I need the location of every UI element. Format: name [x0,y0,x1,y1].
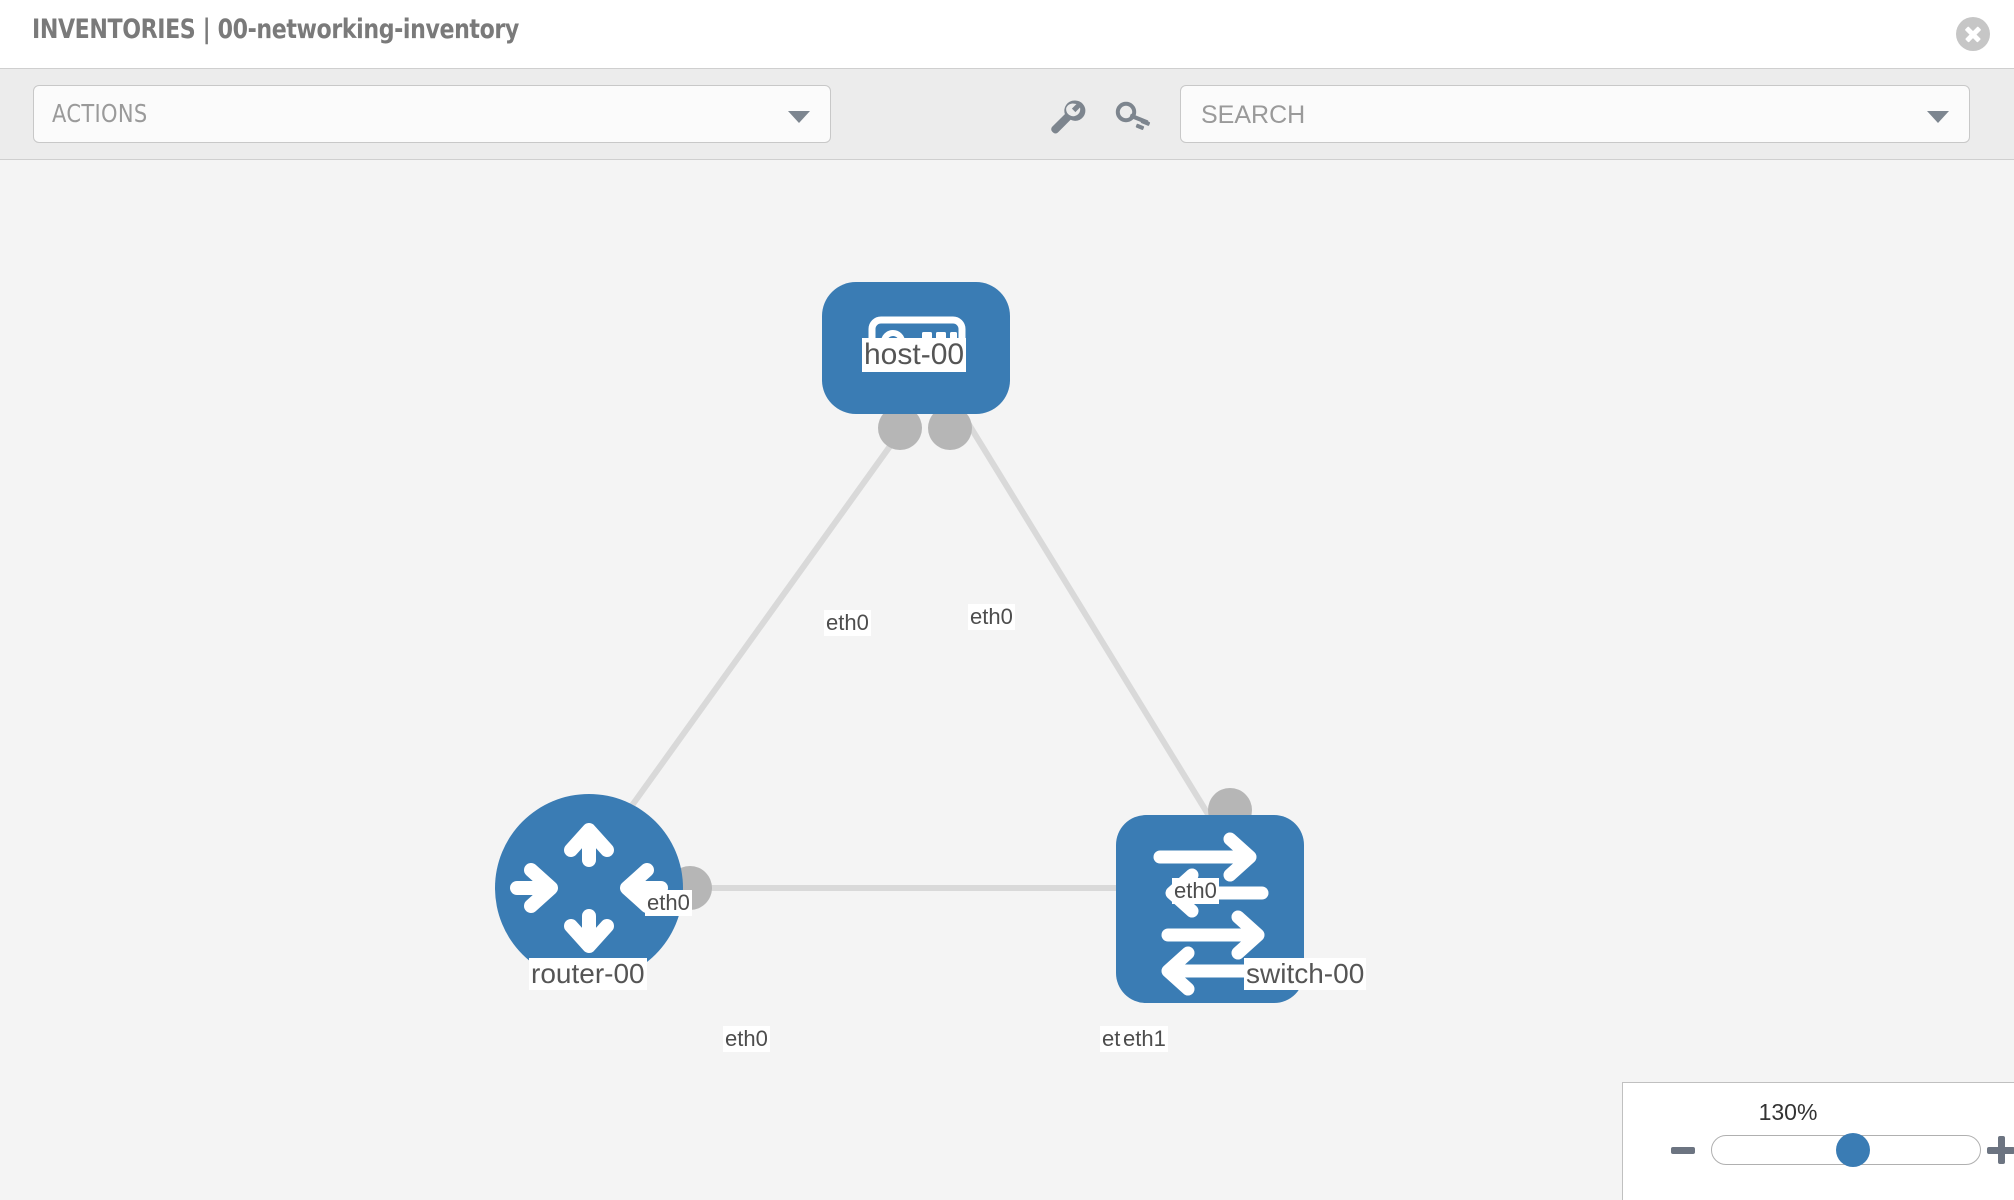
title-bar: INVENTORIES | 00-networking-inventory [0,0,2014,68]
link-host-switch [957,408,1233,852]
chevron-down-icon [788,111,810,123]
node-label-switch-00: switch-00 [1244,958,1367,990]
zoom-level-value: 130% [1758,1099,1818,1125]
port-host-right [928,406,972,450]
chevron-down-icon[interactable] [1927,111,1949,123]
actions-dropdown[interactable]: ACTIONS [33,85,831,143]
page-title: INVENTORIES | 00-networking-inventory [32,14,519,45]
toolbar: ACTIONS [0,68,2014,160]
iface-label-router-eth0: eth0 [723,1026,770,1052]
topology-graph [495,282,1304,1003]
minus-icon[interactable] [1671,1147,1695,1154]
close-icon[interactable] [1956,17,1990,51]
iface-label-host-left: eth0 [824,610,871,636]
node-router-00 [495,794,683,982]
search-input[interactable] [1199,86,1903,144]
zoom-slider-thumb[interactable] [1836,1133,1870,1167]
port-host-left [878,406,922,450]
topology-canvas[interactable]: host-00 router-00 switch-00 eth0 eth0 et… [0,160,2014,1200]
plus-icon[interactable] [1987,1136,2014,1164]
iface-label-switch-eth1: eth1 [1121,1026,1168,1052]
iface-label-host-right: eth0 [968,604,1015,630]
link-host-router [597,408,919,852]
iface-label-switch-uplink: eth0 [1172,878,1219,904]
zoom-control-panel: 130% [1622,1082,2014,1200]
node-label-host-00: host-00 [862,338,967,372]
key-icon[interactable] [1112,95,1154,137]
search-box[interactable] [1180,85,1970,144]
iface-label-router-uplink: eth0 [645,890,692,916]
actions-dropdown-label: ACTIONS [52,99,148,128]
wrench-icon[interactable] [1045,95,1087,137]
node-label-router-00: router-00 [529,958,647,990]
link-group [597,408,1233,891]
